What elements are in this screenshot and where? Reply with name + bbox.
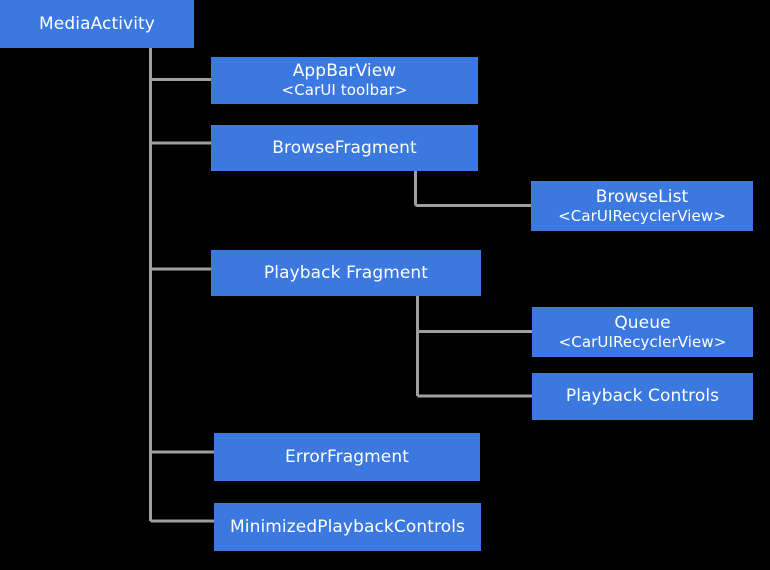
node-app-bar-view-subtitle: <CarUI toolbar> [281,81,408,100]
node-error-fragment-title: ErrorFragment [285,446,409,467]
node-app-bar-view[interactable]: AppBarView <CarUI toolbar> [211,57,478,104]
node-app-bar-view-title: AppBarView [292,61,397,82]
node-queue[interactable]: Queue <CarUIRecyclerView> [532,307,753,357]
node-media-activity[interactable]: MediaActivity [0,0,194,48]
node-browse-list[interactable]: BrowseList <CarUIRecyclerView> [531,181,753,231]
node-browse-list-title: BrowseList [595,186,689,207]
node-browse-list-subtitle: <CarUIRecyclerView> [558,206,726,225]
node-error-fragment[interactable]: ErrorFragment [214,433,480,481]
node-queue-title: Queue [614,312,671,333]
node-browse-fragment[interactable]: BrowseFragment [211,125,478,171]
node-minimized-playback-controls-title: MinimizedPlaybackControls [229,516,465,537]
node-browse-fragment-title: BrowseFragment [272,137,417,158]
node-minimized-playback-controls[interactable]: MinimizedPlaybackControls [214,503,481,551]
node-queue-subtitle: <CarUIRecyclerView> [558,332,727,351]
node-playback-controls-title: Playback Controls [565,386,720,407]
node-playback-controls[interactable]: Playback Controls [532,373,753,420]
node-playback-fragment[interactable]: Playback Fragment [211,250,481,296]
node-media-activity-title: MediaActivity [39,13,155,34]
node-playback-fragment-title: Playback Fragment [263,262,429,283]
